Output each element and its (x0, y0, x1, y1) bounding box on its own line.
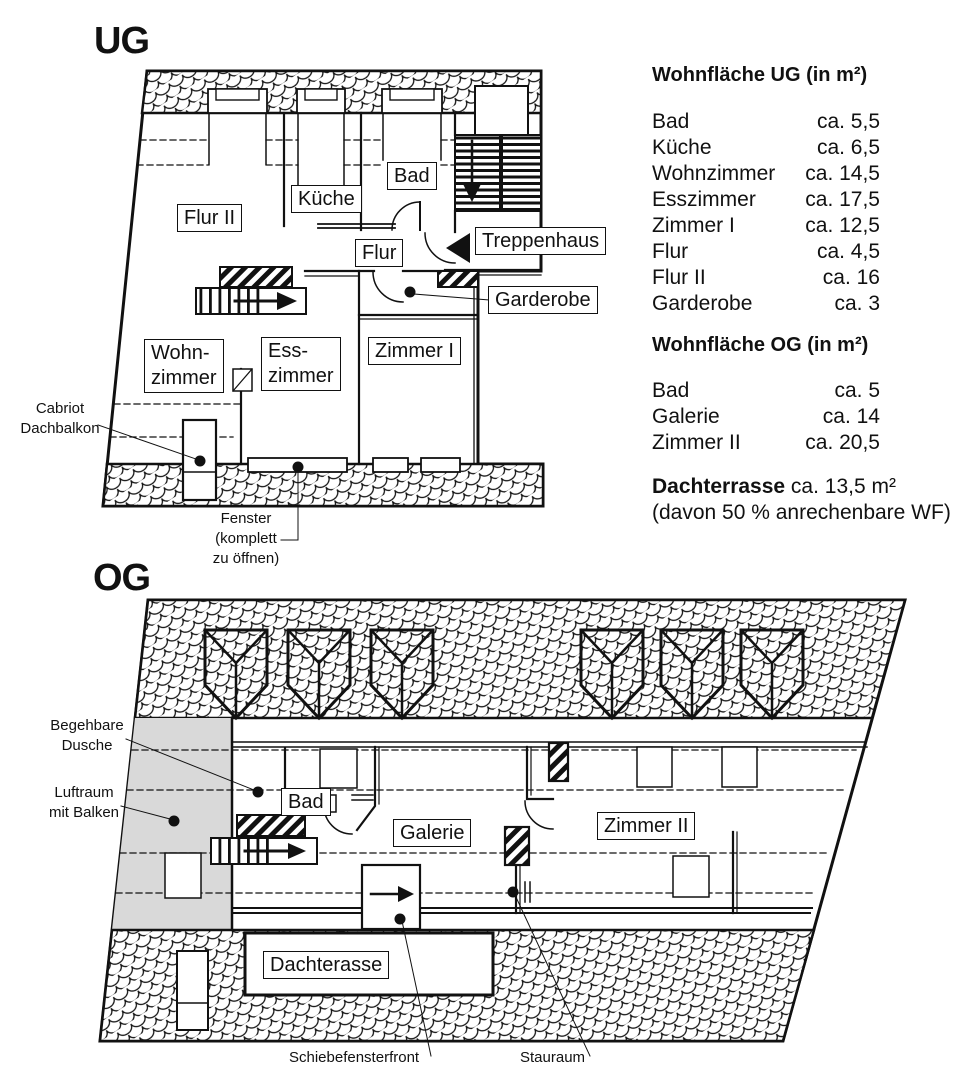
bad-door-arc (391, 201, 421, 231)
schiebefenster-marker (360, 863, 432, 1057)
og-hatch-window-1 (547, 741, 570, 783)
og-chimney (176, 950, 209, 1031)
entry-door-arc (424, 232, 456, 264)
ug-balcony (97, 418, 218, 502)
entry-door-leaf (446, 233, 470, 263)
label-treppenhaus: Treppenhaus (475, 227, 607, 255)
note-fenster: Fenster (komplett zu öffnen) (212, 510, 280, 567)
label-galerie: Galerie (393, 819, 472, 847)
legend-terrace: Dachterrasse ca. 13,5 m² (davon 50 % anr… (652, 475, 951, 524)
ug-title: UG (94, 20, 150, 62)
og-roof-windows (203, 628, 805, 721)
galerie-door-arc (524, 800, 554, 830)
note-stauraum: Stauraum (520, 1049, 586, 1066)
legend-ug-heading: Wohnfläche UG (in m²) (652, 64, 868, 86)
garderobe-dot (404, 286, 416, 298)
dusche-dot (252, 786, 264, 798)
ug-stairwell (454, 85, 542, 212)
label-garderobe: Garderobe (488, 286, 598, 314)
ug-internal-stair (195, 266, 307, 315)
label-flur2: Flur II (177, 204, 243, 232)
ug-dashed-lines (109, 139, 456, 438)
legend-og-heading: Wohnfläche OG (in m²) (652, 334, 869, 356)
og-stair (210, 814, 318, 865)
label-wohnzimmer: Wohn- zimmer (144, 339, 224, 393)
og-dashed-lines (115, 749, 857, 894)
note-dusche: Begehbare Dusche (50, 717, 124, 754)
og-hatch-window-2 (503, 825, 531, 867)
ug-small-window (232, 368, 253, 392)
luftraum-dot (168, 815, 180, 827)
og-stair-arrow (288, 843, 306, 859)
stauraum-dot (507, 886, 519, 898)
label-bad-og: Bad (281, 788, 331, 816)
label-flur: Flur (355, 239, 404, 267)
label-kueche: Küche (291, 185, 362, 213)
ug-top-windows (207, 88, 443, 114)
stair-down-arrow (463, 184, 481, 202)
label-dachterasse: Dachterasse (263, 951, 390, 979)
label-esszimmer: Ess- zimmer (261, 337, 341, 391)
og-plan (98, 598, 907, 1057)
schiebefenster-dot (394, 913, 406, 925)
label-bad-ug: Bad (387, 162, 437, 190)
ug-plan (97, 69, 545, 541)
note-schiebefensterfront: Schiebefensterfront (289, 1049, 420, 1066)
ug-window-niches (208, 112, 442, 197)
stair-up-arrow (277, 292, 297, 310)
zimmer1-door-arc (372, 271, 404, 303)
og-title: OG (93, 557, 151, 599)
balcony-dot (194, 455, 206, 467)
note-cabriot: Cabriot Dachbalkon (20, 400, 100, 437)
label-zimmer2: Zimmer II (597, 812, 696, 840)
label-zimmer1: Zimmer I (368, 337, 461, 365)
og-furniture (164, 746, 758, 899)
garderobe-window-hatch (437, 270, 479, 288)
note-luftraum: Luftraum mit Balken (48, 784, 120, 821)
ug-walls (239, 111, 543, 466)
fenster-dot (292, 461, 304, 473)
